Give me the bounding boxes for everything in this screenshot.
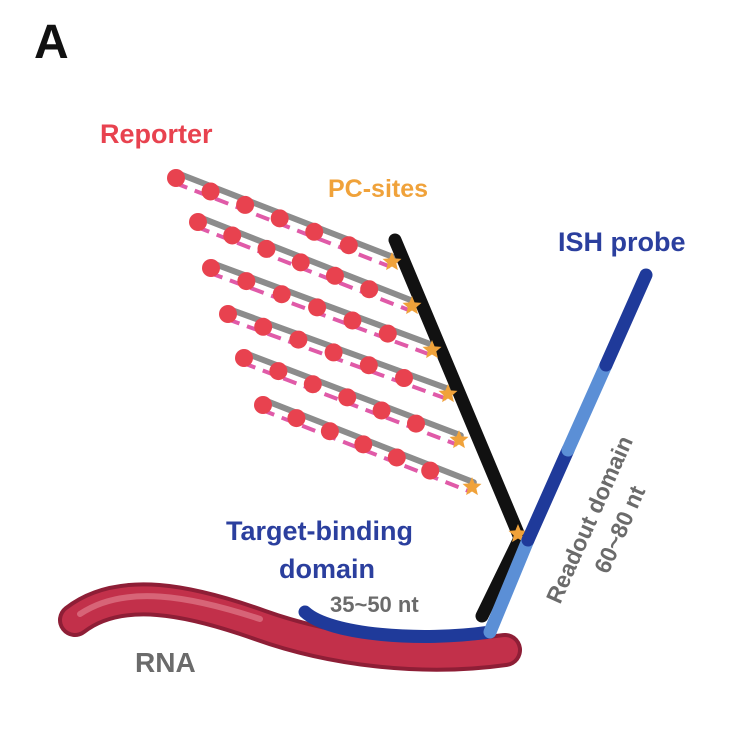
pc-sites-label: PC-sites <box>328 175 428 203</box>
reporter-dot <box>338 388 357 407</box>
reporter-dot <box>257 239 276 258</box>
reporter-dot <box>395 369 413 387</box>
reporter-dot <box>289 330 308 349</box>
reporter-dot <box>407 414 425 433</box>
reporter-dot <box>254 396 272 414</box>
reporter-dot <box>167 169 185 187</box>
reporter-dot <box>324 343 343 362</box>
reporter-dot <box>223 226 242 245</box>
reporter-strand <box>202 259 437 357</box>
pc-site-star <box>438 384 458 403</box>
rna-strand <box>58 582 522 672</box>
reporter-strand <box>235 349 464 447</box>
reporter-dot <box>202 259 220 277</box>
reporter-dot <box>320 422 339 441</box>
target-length-label: 35~50 nt <box>330 592 419 617</box>
pc-site-markers <box>382 252 528 543</box>
reporter-dot <box>360 280 379 299</box>
reporter-dot <box>189 213 207 231</box>
pc-site-star <box>402 296 422 315</box>
reporter-dot <box>354 435 373 454</box>
panel-letter: A <box>34 16 69 69</box>
target-binding-label-line1: Target-binding <box>226 516 413 546</box>
pc-backbone <box>388 233 527 545</box>
rna-label: RNA <box>135 647 196 678</box>
ish-probe-label: ISH probe <box>558 227 686 257</box>
reporter-dot <box>421 461 440 480</box>
reporter-dot <box>372 401 391 420</box>
target-binding-domain <box>298 605 497 643</box>
reporter-dot <box>305 222 324 241</box>
reporter-dot <box>303 375 322 394</box>
reporter-dot <box>291 253 310 272</box>
reporter-dot <box>343 311 362 330</box>
pc-site-star <box>449 430 469 449</box>
reporter-strand <box>219 305 453 401</box>
reporter-strands <box>167 169 477 494</box>
readout-domain <box>483 268 653 639</box>
reporter-dot <box>237 272 256 291</box>
pc-site-star <box>462 477 482 496</box>
reporter-dot <box>235 349 253 367</box>
reporter-strand <box>167 169 397 269</box>
reporter-dot <box>387 448 406 467</box>
reporter-dot <box>269 362 288 381</box>
reporter-dot <box>325 266 344 285</box>
pc-site-star <box>422 340 442 359</box>
target-binding-label-line2: domain <box>279 554 375 584</box>
reporter-dot <box>270 209 289 228</box>
reporter-dot <box>272 285 291 304</box>
reporter-dot <box>339 236 358 255</box>
reporter-label: Reporter <box>100 119 213 149</box>
reporter-dot <box>359 356 378 375</box>
reporter-dot <box>236 195 255 214</box>
reporter-dot <box>201 182 220 201</box>
reporter-dot <box>308 298 327 317</box>
reporter-strand <box>254 396 477 494</box>
reporter-dot <box>378 324 397 343</box>
pc-site-star <box>382 252 402 271</box>
reporter-dot <box>287 409 306 428</box>
backbone-stem <box>475 531 527 623</box>
reporter-dot <box>219 305 237 323</box>
reporter-strand <box>189 213 417 313</box>
reporter-dot <box>254 317 273 336</box>
